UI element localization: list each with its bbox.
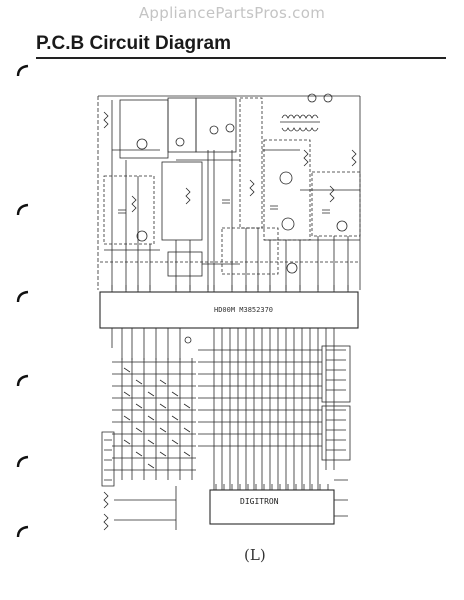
connector-terminal-1 xyxy=(307,93,317,103)
key-connector-pins xyxy=(104,439,112,481)
resistor-r5 xyxy=(303,149,309,167)
connector-terminal-2 xyxy=(323,93,333,103)
capacitor-c2 xyxy=(222,199,230,204)
clock-block xyxy=(167,251,203,277)
transformer-coil-primary xyxy=(281,114,319,119)
upper-traces xyxy=(111,100,349,290)
relay-block-1 xyxy=(167,97,197,153)
page-mark: (L) xyxy=(244,546,266,564)
microcontroller-chip xyxy=(99,291,359,329)
binder-hole-icon xyxy=(16,203,29,216)
capacitor-c3 xyxy=(270,205,278,210)
upper-horizontal-traces xyxy=(104,149,360,265)
transistor-q1 xyxy=(136,138,148,150)
power-block xyxy=(103,175,155,245)
display-bus-verticals xyxy=(213,328,335,490)
led-block-2 xyxy=(321,405,351,461)
resistor-r4 xyxy=(249,179,255,197)
test-point xyxy=(184,336,192,344)
resistor-r3 xyxy=(185,187,191,205)
binder-hole-icon xyxy=(16,290,29,303)
resistor-r7 xyxy=(351,149,357,167)
keypad-columns xyxy=(121,358,193,480)
transistor-q7 xyxy=(281,217,295,231)
capacitor-c4 xyxy=(322,209,330,214)
resistor-r2 xyxy=(131,195,137,213)
transformer-coil-secondary xyxy=(281,127,319,132)
driver-block xyxy=(239,97,263,229)
chip-label: HD00M M3852370 xyxy=(214,306,273,314)
display-bus-horizontals xyxy=(198,349,322,447)
key-connector xyxy=(101,431,115,487)
transistor-q2 xyxy=(175,137,185,147)
pull-up-resistors xyxy=(103,491,109,531)
crystal-resonator xyxy=(286,262,298,274)
transistor-q4 xyxy=(225,123,235,133)
relay-block-2 xyxy=(195,97,237,153)
reset-block xyxy=(221,227,279,275)
oscillator-block xyxy=(161,161,203,241)
vfd-display xyxy=(209,489,335,525)
title-underline xyxy=(36,57,446,59)
keypad-rows xyxy=(112,361,196,471)
binder-hole-icon xyxy=(16,455,29,468)
watermark-text: AppliancePartsPros.com xyxy=(138,4,326,22)
page-title: P.C.B Circuit Diagram xyxy=(36,33,231,54)
capacitor-c1 xyxy=(118,209,126,214)
transformer-block xyxy=(119,99,169,159)
binder-hole-icon xyxy=(16,374,29,387)
lower-left-traces xyxy=(114,486,177,530)
vfd-label: DIGITRON xyxy=(240,497,279,506)
resistor-r6 xyxy=(329,185,335,203)
transistor-q8 xyxy=(336,220,348,232)
binder-hole-icon xyxy=(16,64,29,77)
key-matrix-leads xyxy=(111,328,181,360)
keypad-diodes xyxy=(123,367,191,469)
vfd-filament-leads xyxy=(334,479,348,517)
transistor-q3 xyxy=(209,125,219,135)
transistor-q6 xyxy=(279,171,293,185)
chip-top-pins xyxy=(111,285,349,292)
transistor-q5 xyxy=(136,230,148,242)
buzzer-block xyxy=(311,171,361,237)
vfd-pins xyxy=(215,484,329,490)
binder-hole-icon xyxy=(16,525,29,538)
resistor-r1 xyxy=(103,111,109,129)
led-segments xyxy=(326,349,346,451)
